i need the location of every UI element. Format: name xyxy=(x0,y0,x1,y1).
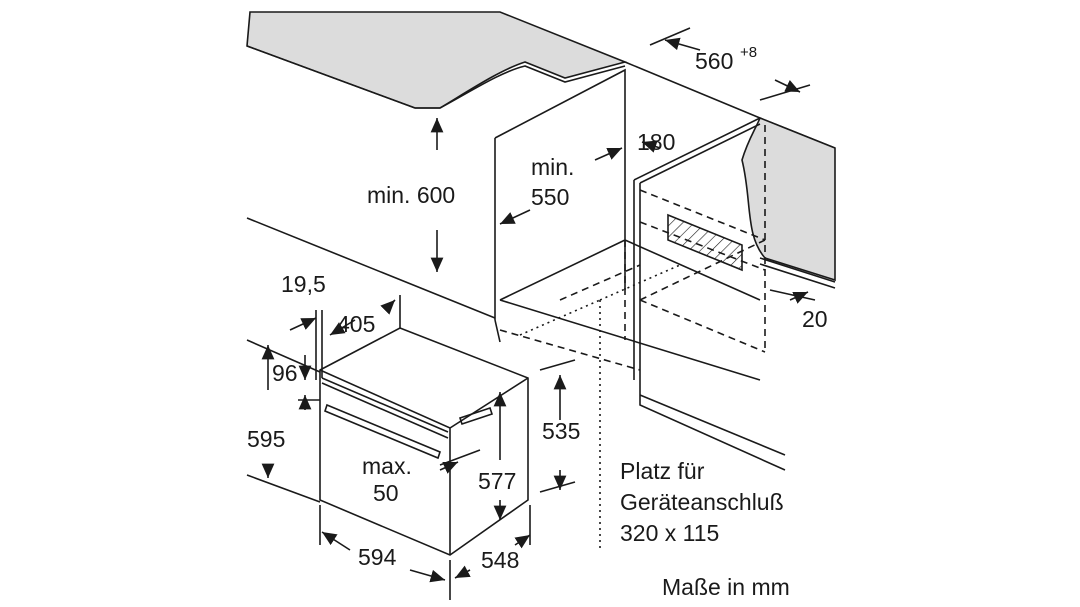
edge-20-label: 20 xyxy=(802,306,828,332)
niche-width-tolerance: +8 xyxy=(740,44,758,61)
oven xyxy=(319,327,529,556)
note-line-3: 320 x 115 xyxy=(620,520,720,546)
panel-96-label: 96 xyxy=(272,360,298,386)
depth-548-label: 548 xyxy=(481,547,520,573)
cabinet xyxy=(494,68,761,381)
rear-gap-label: 180 xyxy=(637,129,676,155)
height-595-label: 595 xyxy=(247,426,286,452)
countertop-left xyxy=(246,11,628,109)
width-594-label: 594 xyxy=(358,544,397,570)
connection-area xyxy=(667,213,743,272)
max-prefix: max. xyxy=(362,453,412,479)
note-line-1: Platz für xyxy=(620,458,705,484)
front-offset-label: 19,5 xyxy=(281,271,326,297)
niche-width-label: 560 xyxy=(695,48,734,74)
min-height-label: min. 600 xyxy=(367,182,456,208)
depth-405-label: 405 xyxy=(337,311,376,337)
height-577-label: 577 xyxy=(478,468,517,494)
countertop-right xyxy=(741,116,836,282)
max-value: 50 xyxy=(373,480,399,506)
min-depth-value: 550 xyxy=(531,184,570,210)
min-depth-prefix: min. xyxy=(531,154,575,180)
units-label: Maße in mm xyxy=(662,574,790,600)
note-line-2: Geräteanschluß xyxy=(620,489,784,515)
height-535-label: 535 xyxy=(542,418,581,444)
